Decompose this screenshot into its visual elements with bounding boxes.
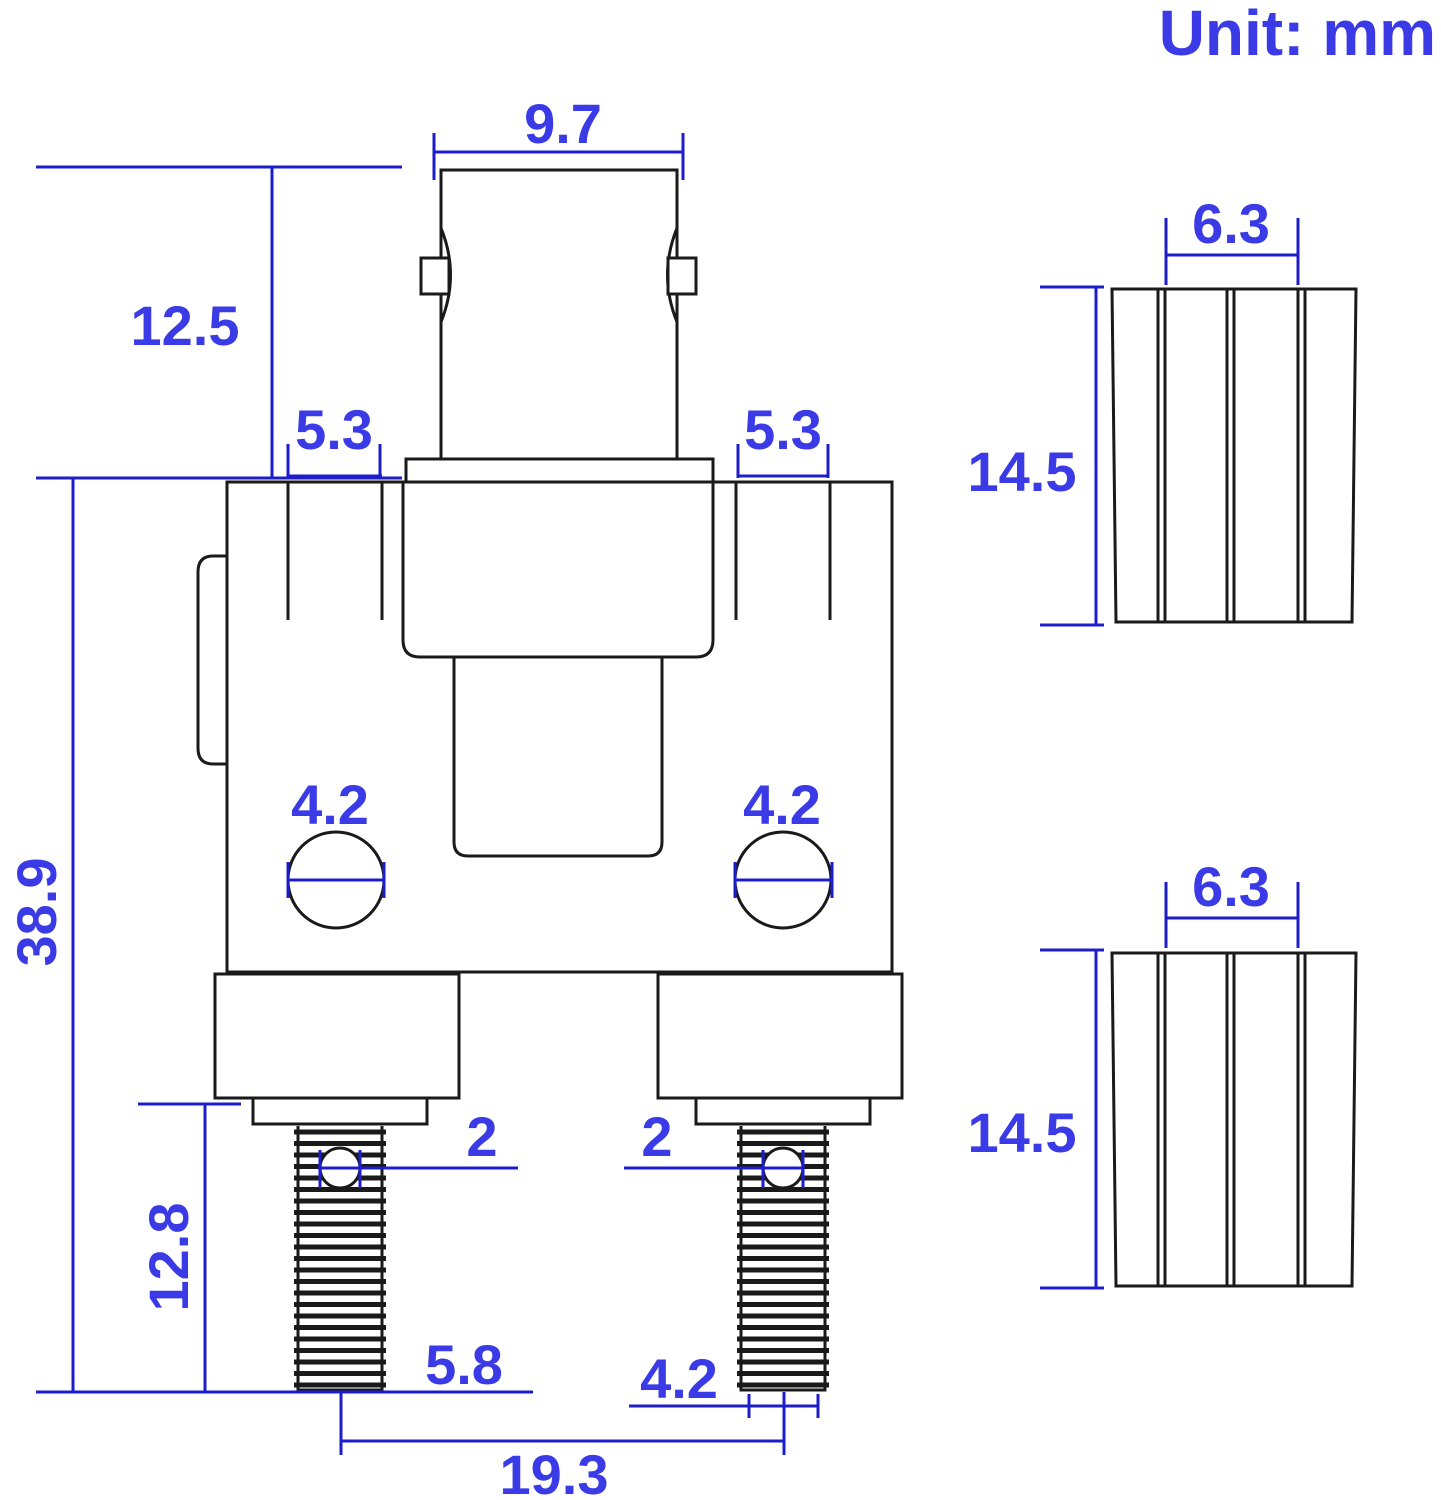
top-height-label: 12.5 xyxy=(131,294,240,357)
right-terminal-hole-label: 2 xyxy=(641,1105,672,1168)
terminal-length-label: 12.8 xyxy=(137,1203,200,1312)
right-terminal-block xyxy=(656,972,904,1100)
left-terminal-block xyxy=(213,972,461,1100)
side-tab xyxy=(196,554,227,766)
nut-view-top: 6.3 14.5 xyxy=(968,192,1358,627)
terminal-tip-label: 4.2 xyxy=(640,1347,718,1410)
right-hole-label: 4.2 xyxy=(743,773,821,836)
bayonet-pin-left xyxy=(419,256,451,296)
nut-outline xyxy=(1110,287,1358,624)
collar xyxy=(401,457,715,659)
left-slot-label: 5.3 xyxy=(295,398,373,461)
left-threaded-post xyxy=(294,1126,386,1392)
bayonet-pin-right xyxy=(666,256,698,296)
spacing-label: 19.3 xyxy=(500,1443,609,1500)
right-slot-label: 5.3 xyxy=(744,398,822,461)
total-height-label: 38.9 xyxy=(5,858,68,967)
inner-stem xyxy=(452,657,664,858)
left-terminal-hole-label: 2 xyxy=(466,1105,497,1168)
bnc-connector-outline xyxy=(196,168,904,1392)
main-dimensions: 9.7 12.5 38.9 5.3 5.3 4.2 4.2 12.8 xyxy=(5,92,834,1500)
left-terminal-width-label: 5.8 xyxy=(425,1333,503,1396)
left-hole-label: 4.2 xyxy=(291,773,369,836)
nut-height-label: 14.5 xyxy=(968,1101,1077,1164)
nut-width-label: 6.3 xyxy=(1192,192,1270,255)
right-threaded-post xyxy=(737,1126,829,1392)
nut-height-label: 14.5 xyxy=(968,440,1077,503)
nut-outline xyxy=(1110,951,1358,1288)
top-barrel xyxy=(439,168,679,464)
nut-view-bottom: 6.3 14.5 xyxy=(968,855,1358,1290)
unit-label: Unit: mm xyxy=(1159,0,1436,69)
left-terminal-washer xyxy=(251,1096,429,1126)
right-terminal-washer xyxy=(694,1096,872,1126)
nut-width-label: 6.3 xyxy=(1192,855,1270,918)
top-width-label: 9.7 xyxy=(524,92,602,155)
